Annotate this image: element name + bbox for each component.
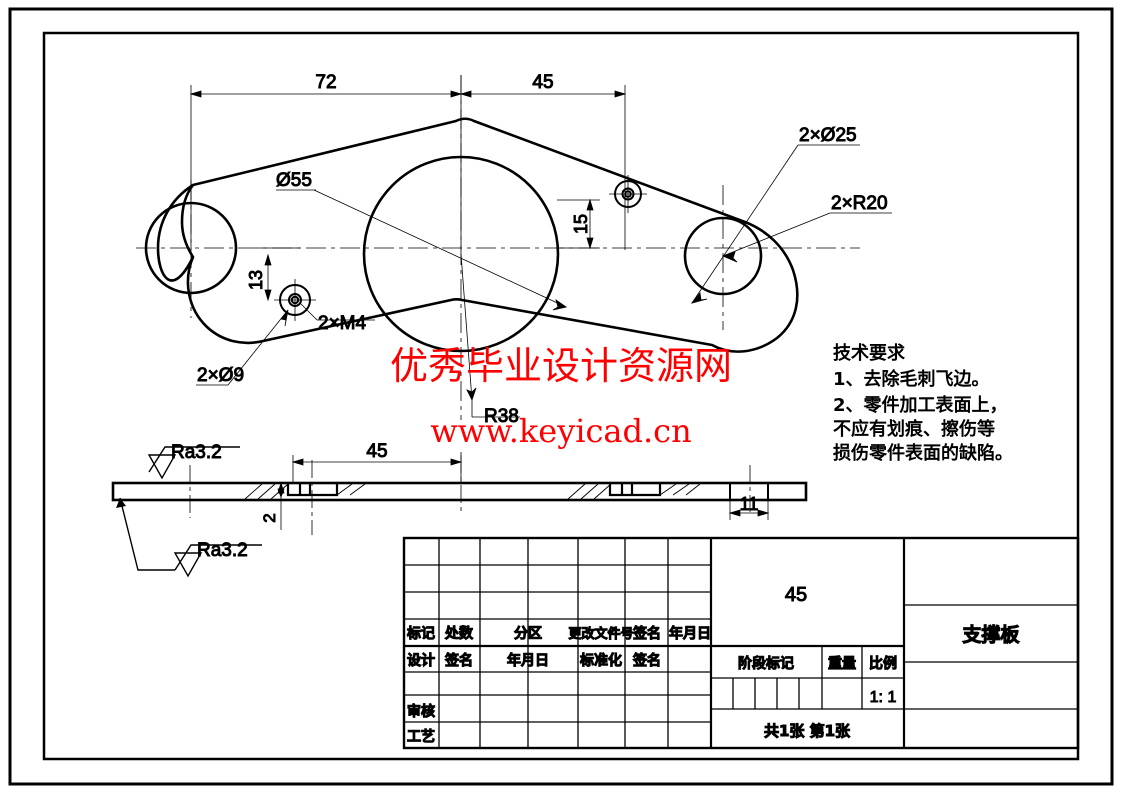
watermark: 优秀毕业设计资源网 www.keyicad.cn: [390, 344, 732, 450]
title-cell-sheji: 设计: [407, 652, 435, 669]
title-cell-biaoji: 标记: [406, 625, 435, 642]
watermark-line-1: 优秀毕业设计资源网: [390, 344, 732, 388]
part-outline: [180, 117, 799, 353]
dimension-label-2xm4: 2×M4: [318, 313, 366, 334]
dimension-45-section: [291, 452, 463, 483]
leader-small-holes: [196, 309, 289, 386]
left-end-arc: [156, 183, 195, 282]
dimension-45-top: [459, 85, 627, 250]
leader-right-radius: [721, 212, 892, 263]
section-hatch-mid: [336, 483, 366, 496]
title-cell-gengaiwenjianhao: 更改文件号: [568, 626, 633, 642]
part-name-value: 支撑板: [961, 623, 1020, 646]
dimension-label-15: 15: [571, 214, 591, 234]
surface-finish-lower: [116, 497, 262, 578]
section-view: 45 2 11 Ra3.2 Ra3.2: [111, 441, 808, 578]
watermark-line-2: www.keyicad.cn: [430, 412, 691, 450]
surface-finish-label-upper: Ra3.2: [171, 442, 222, 463]
technical-notes-title: 技术要求: [833, 342, 906, 364]
section-plate: [111, 481, 808, 502]
dimension-label-45-top: 45: [532, 72, 553, 93]
title-cell-shenhe: 审核: [407, 703, 435, 720]
section-step-lines: [729, 483, 769, 500]
title-block: 标记 处数 分区 更改文件号 签名 年月日 设计 签名 年月日 标准化 签名 审…: [402, 536, 1080, 750]
title-cell-fenqu: 分区: [514, 626, 542, 642]
title-block-left-grid: [404, 538, 713, 748]
dimension-label-2xd25: 2×Ø25: [799, 125, 857, 146]
section-hatch-right1: [567, 483, 612, 500]
weight-label: 重量: [828, 655, 856, 672]
technical-notes-line-4: 损伤零件表面的缺陷。: [833, 442, 1013, 464]
technical-notes-line-2: 2、零件加工表面上，: [833, 394, 1008, 416]
section-hatch-right2: [659, 483, 701, 496]
dimension-label-45-section: 45: [366, 441, 387, 462]
dimension-11: [728, 500, 770, 520]
scale-label: 比例: [869, 655, 897, 672]
dimension-2: [277, 481, 285, 530]
title-cell-qianming-1: 签名: [632, 625, 661, 642]
dimension-label-2xd9: 2×Ø9: [197, 365, 244, 386]
scale-value: 1: 1: [870, 689, 897, 706]
title-block-right-grid: [711, 538, 906, 748]
title-cell-qianming-3: 签名: [632, 652, 661, 669]
leader-center-bore: [276, 189, 567, 311]
dimension-label-11: 11: [740, 494, 759, 514]
material-value: 45: [785, 584, 807, 606]
sheet-count-value: 共1张 第1张: [764, 722, 851, 740]
small-hole-left: [274, 279, 316, 321]
dimension-label-d55: Ø55: [276, 170, 312, 191]
small-hole-right: [609, 175, 647, 213]
title-cell-biaozhunhua: 标准化: [579, 652, 622, 669]
dimension-72: [189, 75, 463, 250]
leader-fillet-radius: [460, 253, 520, 418]
technical-notes-line-3: 不应有划痕、擦伤等: [833, 418, 995, 440]
dimension-label-13: 13: [246, 270, 266, 290]
leader-right-holes: [690, 144, 860, 304]
dimension-label-r38: R38: [484, 406, 519, 427]
dimension-label-2xr20: 2×R20: [831, 193, 888, 214]
section-counterbore: [286, 483, 339, 497]
dimension-15: [557, 198, 600, 250]
surface-finish-label-lower: Ra3.2: [197, 540, 248, 561]
title-cell-qianming-2: 签名: [444, 652, 473, 669]
title-cell-chushu: 处数: [444, 625, 474, 642]
title-cell-nianyueri-2: 年月日: [507, 652, 549, 669]
dimension-label-2: 2: [260, 513, 279, 522]
dimension-13: [258, 247, 300, 302]
leader-thread: [299, 302, 375, 321]
surface-finish-upper: [147, 446, 240, 480]
technical-notes-block: 技术要求 1、去除毛刺飞边。 2、零件加工表面上， 不应有划痕、擦伤等 损伤零件…: [833, 342, 1013, 464]
title-cell-gongyi: 工艺: [407, 728, 435, 745]
sheet-border: [8, 7, 1114, 786]
section-counterbore-2: [608, 483, 662, 497]
title-block-name-grid: [904, 604, 1078, 710]
technical-notes-line-1: 1、去除毛刺飞边。: [833, 368, 990, 390]
top-view: 72 45 Ø55 2×Ø25 2×R20: [136, 72, 892, 428]
title-cell-nianyueri-1: 年月日: [669, 625, 711, 642]
dimension-label-72: 72: [315, 72, 336, 93]
stage-mark-label: 阶段标记: [738, 655, 794, 672]
